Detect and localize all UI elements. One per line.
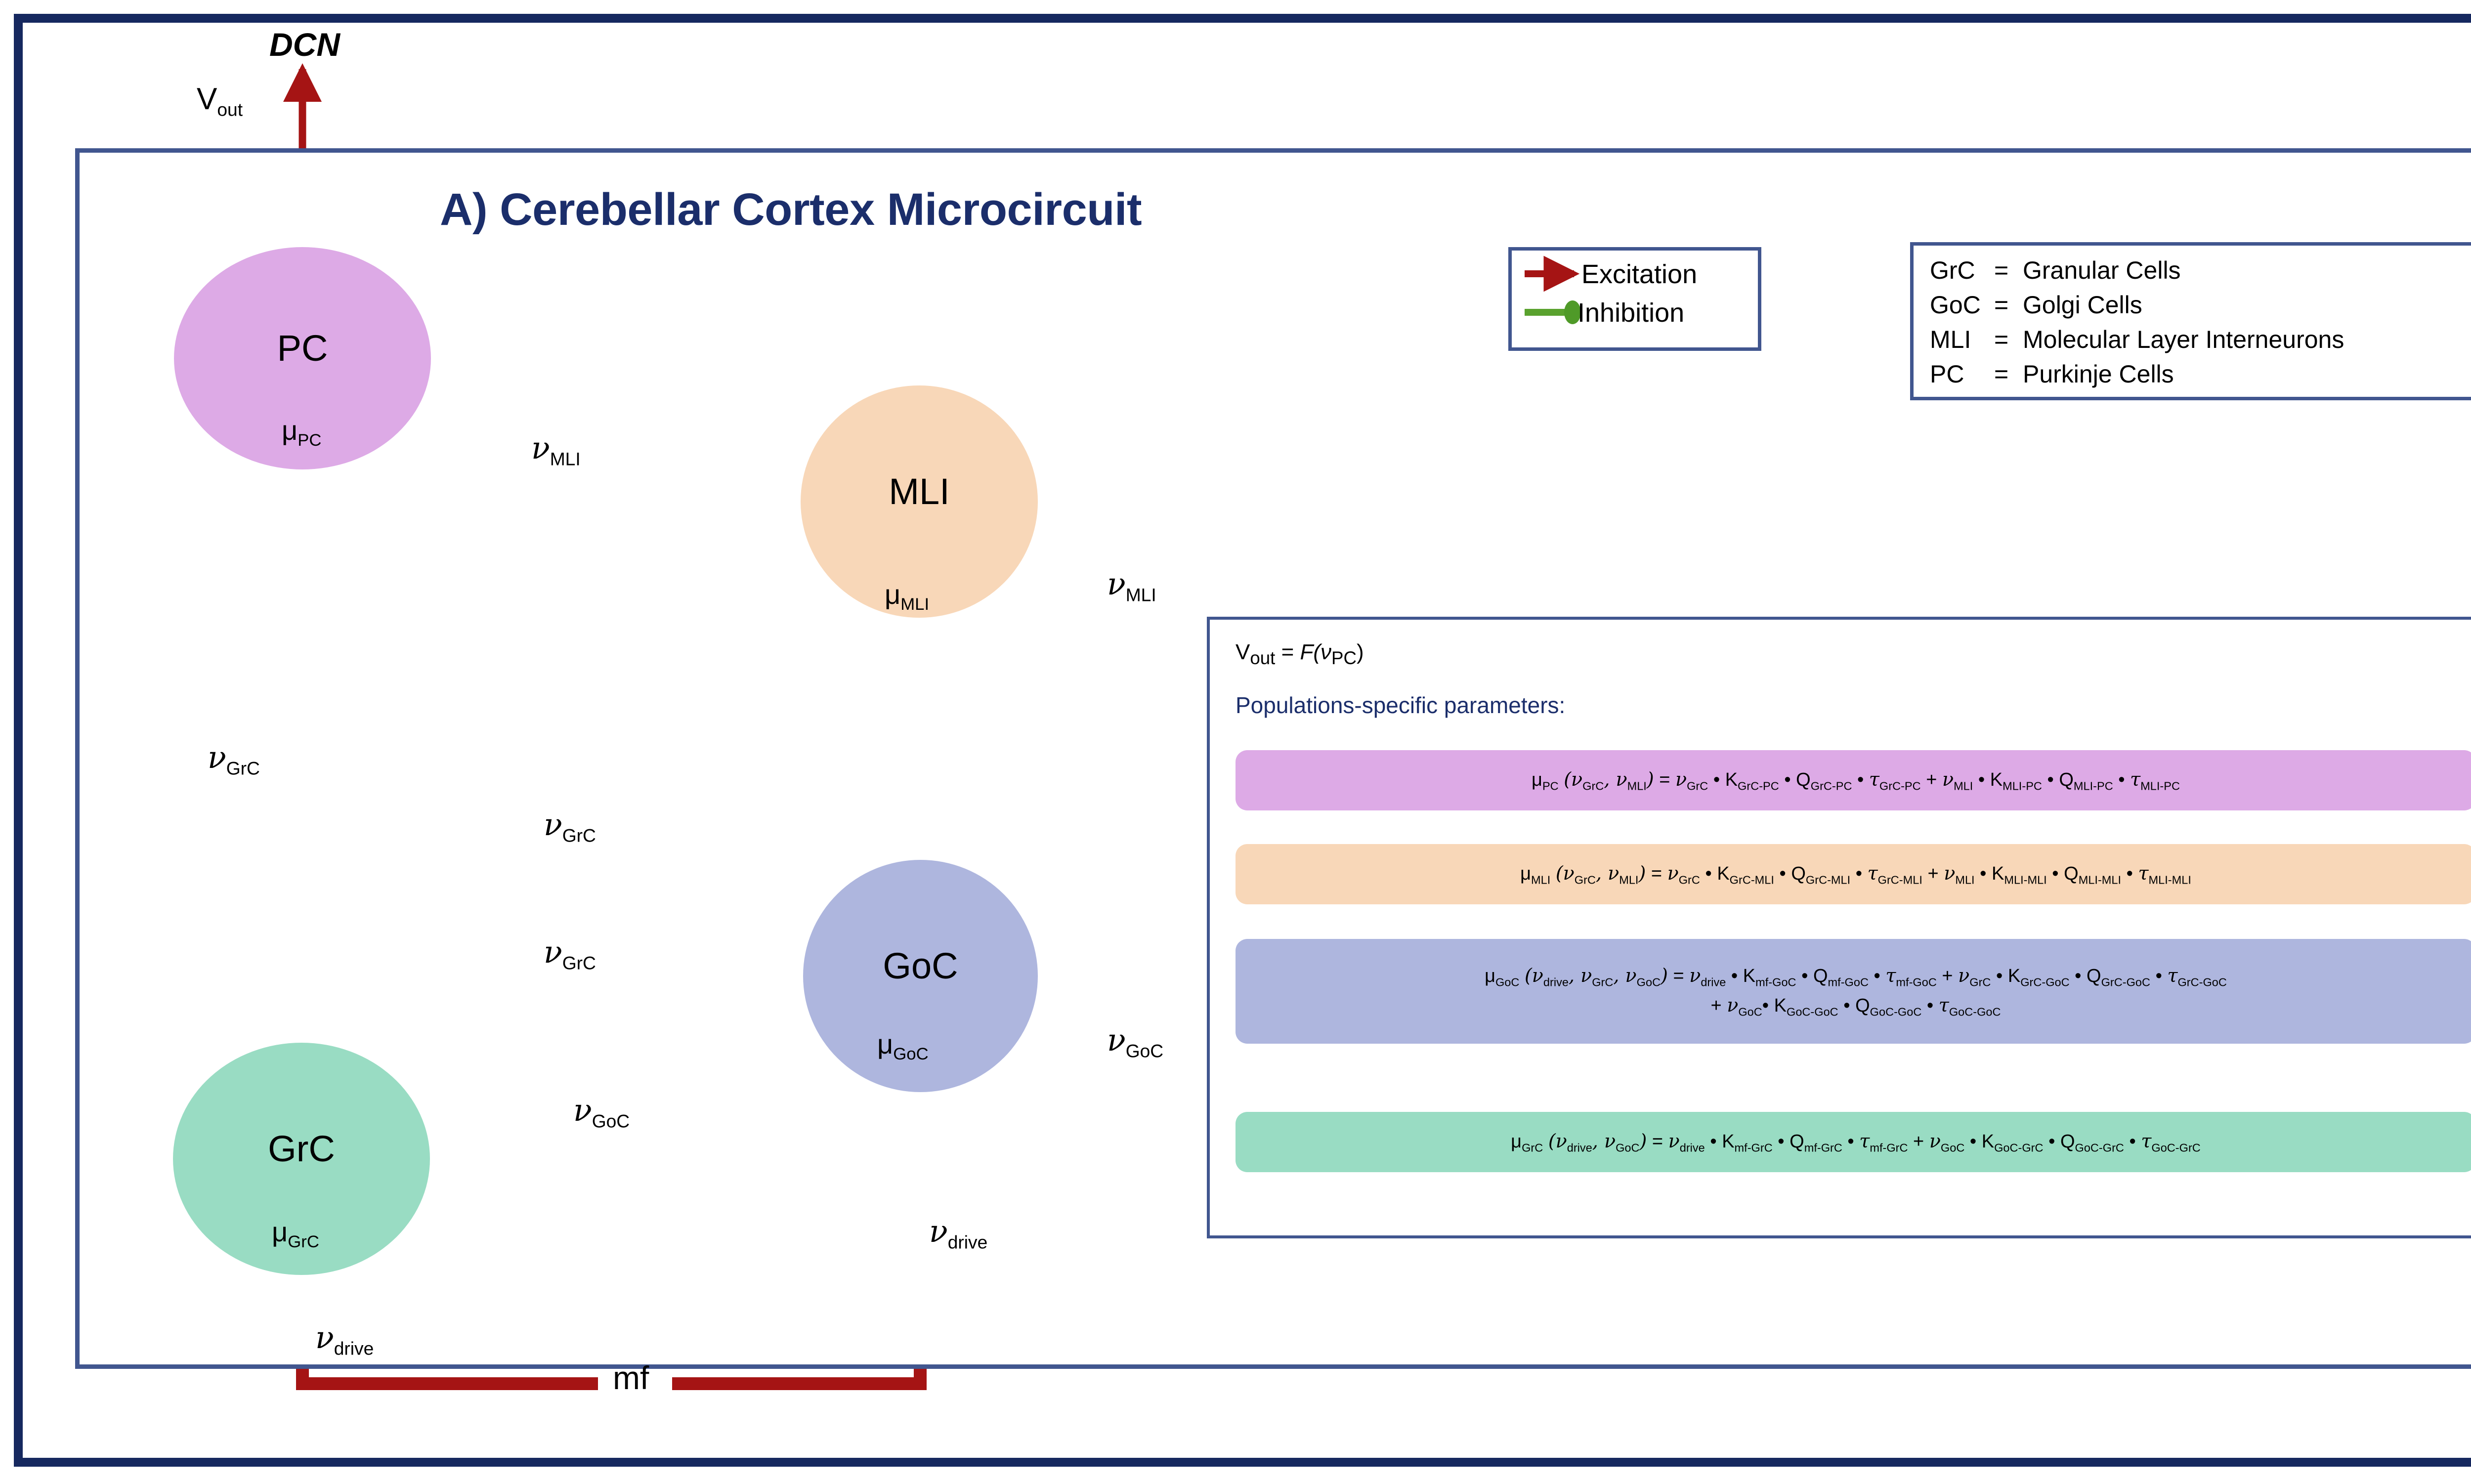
node-grc-mu: μGrC bbox=[272, 1216, 319, 1252]
node-grc[interactable]: GrC bbox=[173, 1043, 430, 1275]
edge-label-goc-to-grc: νGoC bbox=[573, 1092, 630, 1132]
goc-equation-line-2: + νGoC• KGoC-GoC • QGoC-GoC • τGoC-GoC bbox=[1710, 994, 2001, 1018]
node-goc-label: GoC bbox=[883, 945, 958, 986]
edge-label-grc-to-goc: νGrC bbox=[544, 934, 596, 974]
edge-label-goc-self: νGoC bbox=[1107, 1022, 1164, 1061]
edge-label-grc-to-mli: νGrC bbox=[544, 806, 596, 846]
abbr-row-goc: GoC=Golgi Cells bbox=[1930, 291, 2142, 319]
grc-equation-box: μGrC (νdrive, νGoC) = νdrive • Kmf-GrC •… bbox=[1236, 1112, 2471, 1172]
edge-label-grc-to-pc: νGrC bbox=[208, 739, 260, 779]
mli-equation-box: μMLI (νGrC, νMLI) = νGrC • KGrC-MLI • QG… bbox=[1236, 844, 2471, 904]
mf-label: mf bbox=[613, 1359, 649, 1396]
node-mli-label: MLI bbox=[889, 470, 950, 512]
node-pc[interactable]: PC bbox=[174, 247, 431, 469]
node-mli-mu: μMLI bbox=[885, 579, 930, 614]
abbr-row-grc: GrC=Granular Cells bbox=[1930, 256, 2181, 284]
edge-label-drive-grc: νdrive bbox=[315, 1319, 374, 1359]
node-pc-label: PC bbox=[277, 327, 328, 369]
dcn-label: DCN bbox=[269, 26, 340, 63]
node-goc-mu: μGoC bbox=[877, 1028, 929, 1064]
pc-equation-box: μPC (νGrC, νMLI) = νGrC • KGrC-PC • QGrC… bbox=[1236, 750, 2471, 810]
legend-label-excitation: Excitation bbox=[1581, 259, 1698, 289]
edge-label-mli-to-pc: νMLI bbox=[531, 430, 581, 469]
abbr-row-pc: PC=Purkinje Cells bbox=[1930, 360, 2174, 388]
edge-label-drive-goc: νdrive bbox=[929, 1213, 988, 1253]
node-mli[interactable]: MLI bbox=[801, 385, 1038, 618]
node-goc[interactable]: GoC bbox=[803, 860, 1038, 1092]
abbr-row-mli: MLI=Molecular Layer Interneurons bbox=[1930, 326, 2344, 353]
outer-frame bbox=[14, 14, 2471, 1467]
node-pc-mu: μPC bbox=[282, 415, 322, 450]
pc-equation-line: μPC (νGrC, νMLI) = νGrC • KGrC-PC • QGrC… bbox=[1532, 768, 2180, 793]
panel-a-title: A) Cerebellar Cortex Microcircuit bbox=[440, 184, 1142, 235]
grc-equation-line: μGrC (νdrive, νGoC) = νdrive • Kmf-GrC •… bbox=[1511, 1130, 2201, 1154]
goc-equation-box: μGoC (νdrive, νGrC, νGoC) = νdrive • Kmf… bbox=[1236, 939, 2471, 1044]
abbreviation-legend bbox=[1910, 242, 2471, 400]
legend-label-inhibition: Inhibition bbox=[1577, 298, 1685, 328]
mli-equation-line: μMLI (νGrC, νMLI) = νGrC • KGrC-MLI • QG… bbox=[1520, 862, 2191, 887]
vout-equation: Vout = F(νPC) bbox=[1236, 640, 1364, 668]
equations-section-label: Populations-specific parameters: bbox=[1236, 692, 1566, 718]
vout-label: Vout bbox=[197, 82, 243, 120]
node-grc-label: GrC bbox=[268, 1128, 335, 1169]
goc-equation-line-1: μGoC (νdrive, νGrC, νGoC) = νdrive • Kmf… bbox=[1485, 965, 2227, 989]
edge-label-mli-self: νMLI bbox=[1107, 566, 1156, 605]
